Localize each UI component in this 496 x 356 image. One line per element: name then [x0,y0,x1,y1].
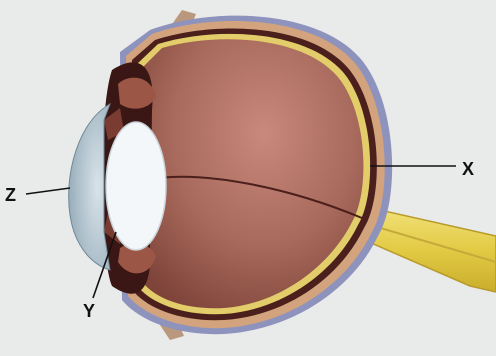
label-x: X [462,160,474,178]
cornea [69,104,110,270]
lens [106,122,166,250]
callout-line-z [26,188,70,194]
label-y: Y [83,302,95,320]
label-z: Z [5,186,16,204]
